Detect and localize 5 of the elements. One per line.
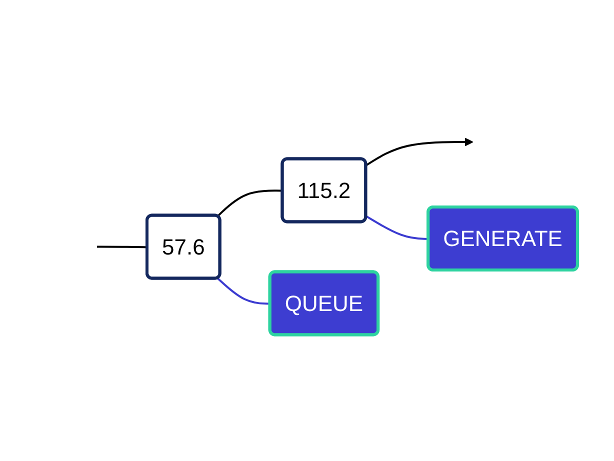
connector — [216, 277, 270, 304]
connector — [216, 189, 283, 217]
arrow — [365, 137, 473, 166]
connector — [365, 214, 428, 240]
connector — [96, 245, 148, 248]
